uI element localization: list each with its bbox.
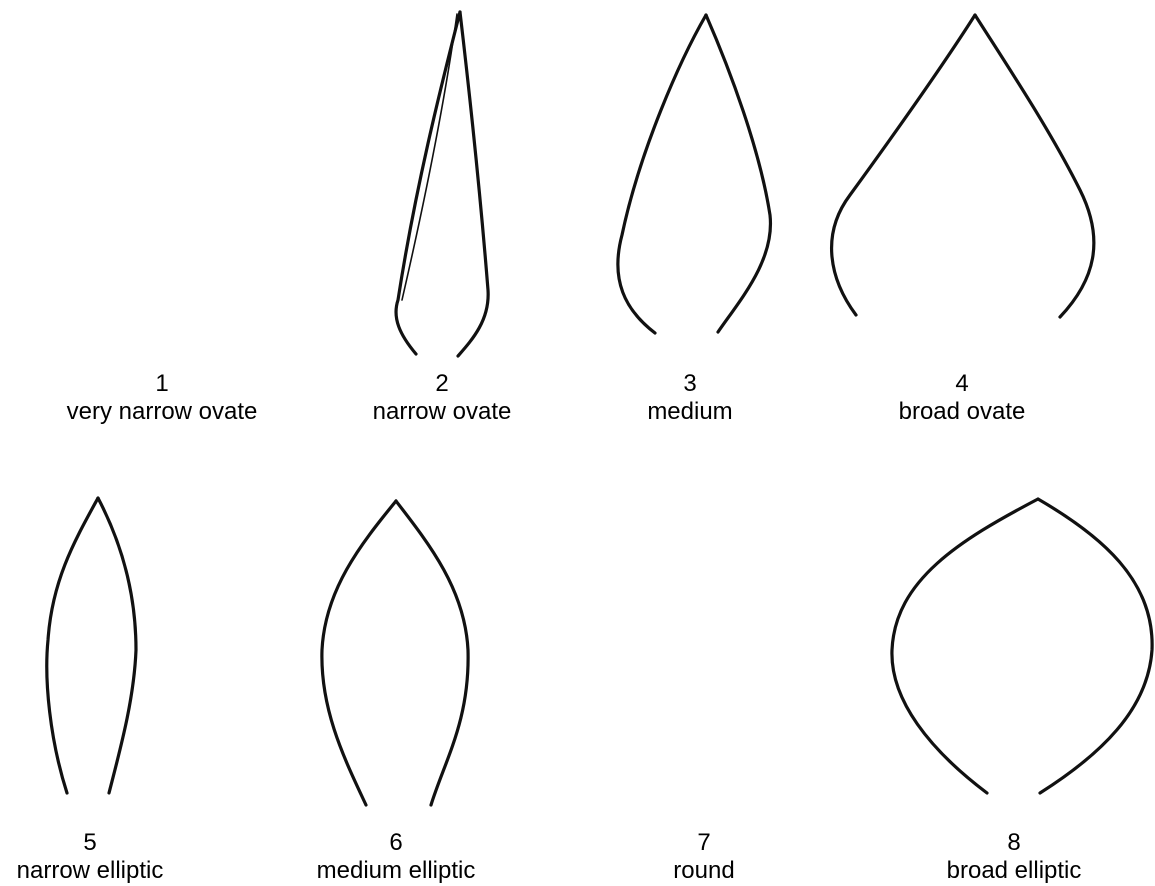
shape-3-caption: 3 medium [560,370,820,426]
shape-6-number: 6 [266,829,526,857]
shape-7-caption: 7 round [574,829,834,885]
shape-6-label: medium elliptic [266,857,526,885]
shape-4-number: 4 [832,370,1092,398]
shape-8-label: broad elliptic [884,857,1144,885]
shape-1-label: very narrow ovate [32,398,292,426]
shape-5-caption: 5 narrow elliptic [0,829,220,885]
shape-5-narrow-elliptic-outline [47,498,136,793]
shape-7-number: 7 [574,829,834,857]
shape-8-caption: 8 broad elliptic [884,829,1144,885]
shape-1-number: 1 [32,370,292,398]
shape-5-label: narrow elliptic [0,857,220,885]
shape-7-label: round [574,857,834,885]
shape-6-caption: 6 medium elliptic [266,829,526,885]
shape-2-caption: 2 narrow ovate [312,370,572,426]
shape-2-label: narrow ovate [312,398,572,426]
shape-8-number: 8 [884,829,1144,857]
shape-5-number: 5 [0,829,220,857]
shape-4-broad-ovate-outline [832,15,1094,317]
shape-6-medium-elliptic-outline [322,501,468,805]
shape-4-caption: 4 broad ovate [832,370,1092,426]
shape-2-narrow-ovate-outline [396,12,488,356]
shape-3-medium-outline [618,15,771,333]
shape-1-caption: 1 very narrow ovate [32,370,292,426]
shape-2-number: 2 [312,370,572,398]
shape-8-broad-elliptic-outline [892,499,1152,793]
shape-3-label: medium [560,398,820,426]
shape-3-number: 3 [560,370,820,398]
shape-4-label: broad ovate [832,398,1092,426]
